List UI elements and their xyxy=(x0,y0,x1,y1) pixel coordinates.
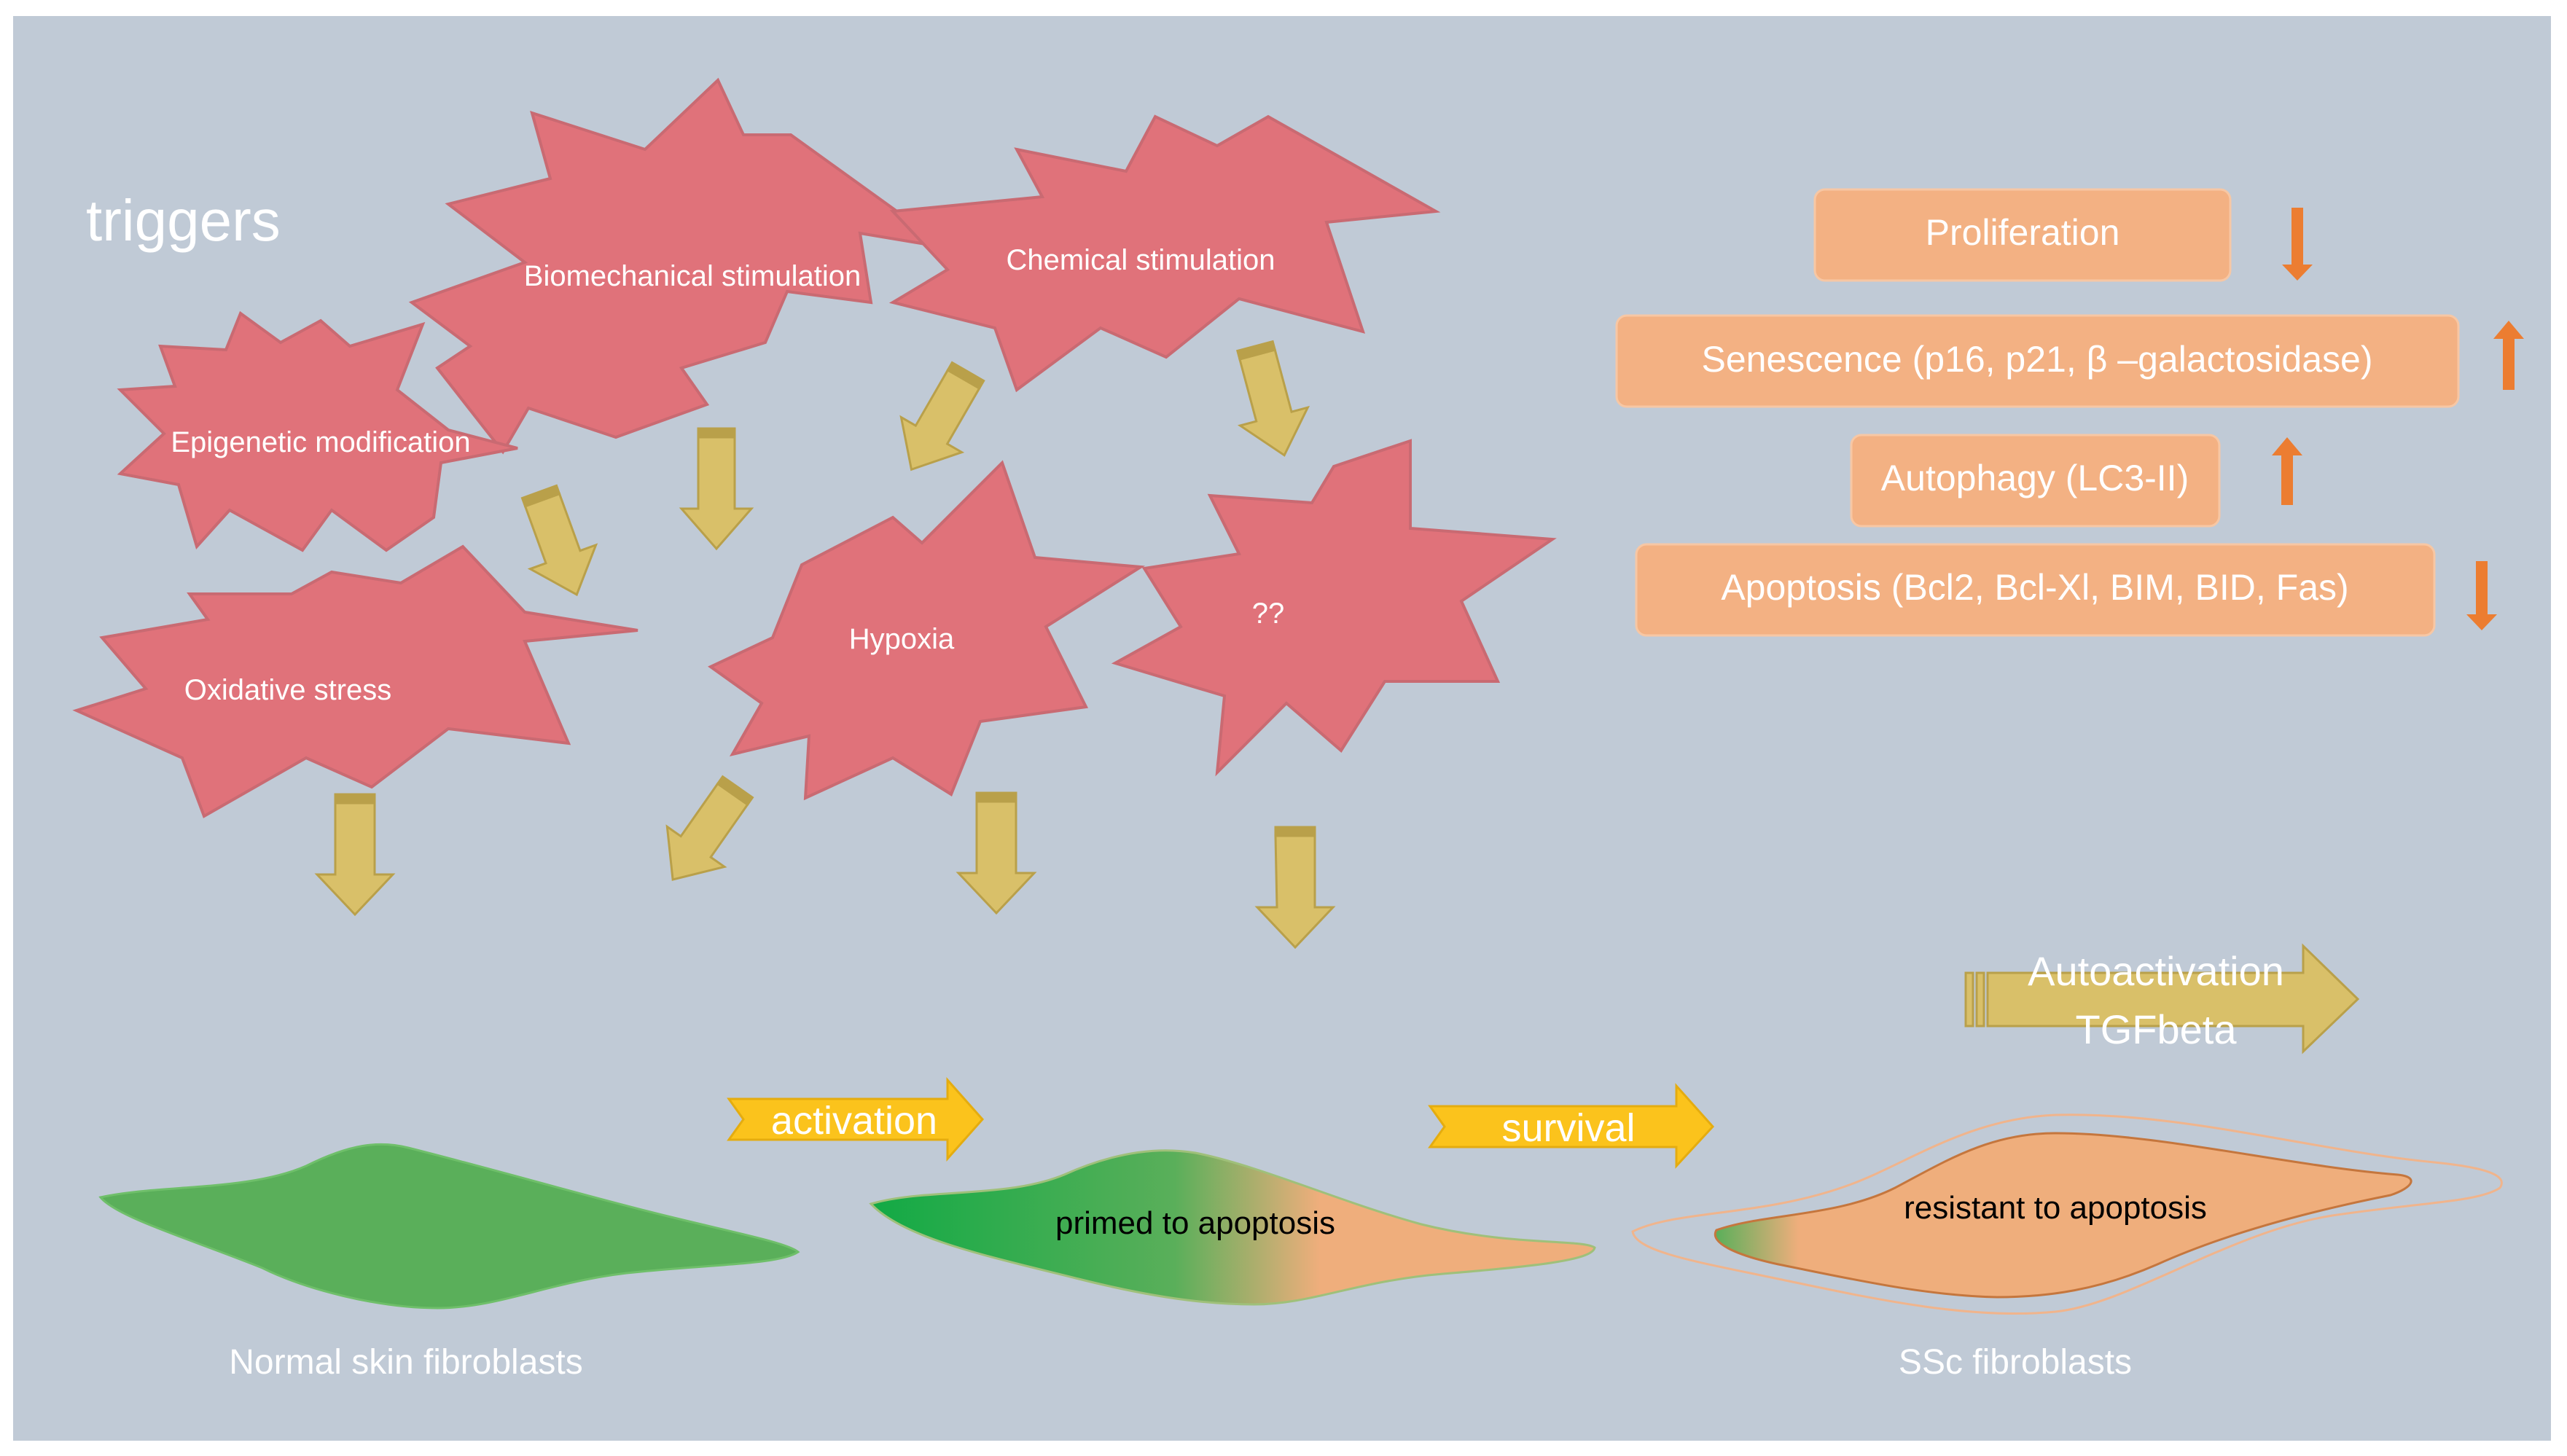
process-label: Proliferation xyxy=(1926,212,2120,253)
process-box xyxy=(1635,543,2436,637)
trigger-hypoxia: Hypoxia xyxy=(708,460,1146,801)
cell-shape xyxy=(1714,1132,2412,1299)
arrow-notch xyxy=(1975,971,1985,1028)
trigger-label-epigenetic: Epigenetic modification xyxy=(171,426,470,458)
burst-shape xyxy=(117,310,518,552)
arrow-biomechanical-down xyxy=(679,427,754,551)
normal-fibroblast-cell xyxy=(98,1143,800,1310)
arrow-chemical-to-unknown xyxy=(1236,340,1310,457)
primed-label: primed to apoptosis xyxy=(1055,1205,1335,1241)
survival-label: survival xyxy=(1501,1106,1635,1150)
survival-arrow: survival xyxy=(1428,1083,1715,1169)
cell-shape xyxy=(98,1143,800,1310)
outer-membrane xyxy=(1631,1113,2503,1315)
activation-arrow: activation xyxy=(727,1077,985,1162)
process-label: Apoptosis (Bcl2, Bcl-Xl, BIM, BID, Fas) xyxy=(1721,567,2348,608)
burst-shape xyxy=(1111,439,1557,777)
primed-fibroblast-cell: primed to apoptosis xyxy=(869,1149,1596,1306)
resistant-fibroblast-cell: resistant to apoptosis xyxy=(1631,1113,2503,1315)
trigger-label-unknown: ?? xyxy=(1252,598,1285,630)
autophagy-up-arrow-icon xyxy=(2272,437,2302,505)
arrow-body xyxy=(1428,1083,1715,1169)
process-label: Senescence (p16, p21, β –galactosidase) xyxy=(1701,339,2372,380)
arrow-chemical-to-hypoxia xyxy=(899,361,985,471)
process-apoptosis: Apoptosis (Bcl2, Bcl-Xl, BIM, BID, Fas) xyxy=(1635,543,2436,637)
trigger-label-biomechanical: Biomechanical stimulation xyxy=(524,260,861,292)
arrow-body xyxy=(1986,943,2360,1054)
burst-shape xyxy=(888,114,1441,393)
autoactivation-label: Autoactivation xyxy=(2028,948,2284,994)
apoptosis-down-arrow-icon xyxy=(2466,561,2497,630)
process-box xyxy=(1813,188,2232,282)
trigger-label-chemical: Chemical stimulation xyxy=(1006,244,1275,276)
cell-shape xyxy=(869,1149,1596,1306)
activation-label: activation xyxy=(771,1099,937,1143)
tgfbeta-label: TGFbeta xyxy=(2076,1006,2238,1052)
normal-fibroblasts-caption: Normal skin fibroblasts xyxy=(229,1343,582,1382)
arrow-hypoxia-lower-left xyxy=(665,775,754,881)
process-autophagy: Autophagy (LC3-II) xyxy=(1850,434,2221,528)
senescence-up-arrow-icon xyxy=(2493,321,2524,390)
ssc-fibroblasts-caption: SSc fibroblasts xyxy=(1899,1343,2132,1382)
burst-shape xyxy=(708,460,1146,801)
burst-shape xyxy=(408,77,949,455)
triggers-title: triggers xyxy=(86,188,281,253)
trigger-label-oxidative: Oxidative stress xyxy=(184,674,392,706)
proliferation-down-arrow-icon xyxy=(2282,208,2313,281)
process-proliferation: Proliferation xyxy=(1813,188,2232,282)
trigger-biomechanical: Biomechanical stimulation xyxy=(408,77,949,455)
arrow-oxidative-down xyxy=(314,793,396,917)
trigger-label-hypoxia: Hypoxia xyxy=(849,623,955,655)
arrow-epigenetic-to-oxidative xyxy=(520,484,598,597)
resistant-label: resistant to apoptosis xyxy=(1904,1190,2207,1226)
arrow-hypoxia-down xyxy=(956,791,1037,915)
process-box xyxy=(1615,314,2460,408)
process-senescence: Senescence (p16, p21, β –galactosidase) xyxy=(1615,314,2460,408)
process-box xyxy=(1850,434,2221,528)
trigger-chemical: Chemical stimulation xyxy=(888,114,1441,393)
arrow-body xyxy=(727,1077,985,1162)
trigger-epigenetic: Epigenetic modification xyxy=(117,310,518,552)
arrow-unknown-down xyxy=(1254,826,1336,950)
trigger-oxidative: Oxidative stress xyxy=(72,544,638,818)
autoactivation-arrow: Autoactivation TGFbeta xyxy=(1964,943,2360,1054)
burst-shape xyxy=(72,544,638,818)
trigger-unknown: ?? xyxy=(1111,439,1557,777)
arrow-notch xyxy=(1964,971,1974,1028)
process-label: Autophagy (LC3-II) xyxy=(1881,458,2189,498)
